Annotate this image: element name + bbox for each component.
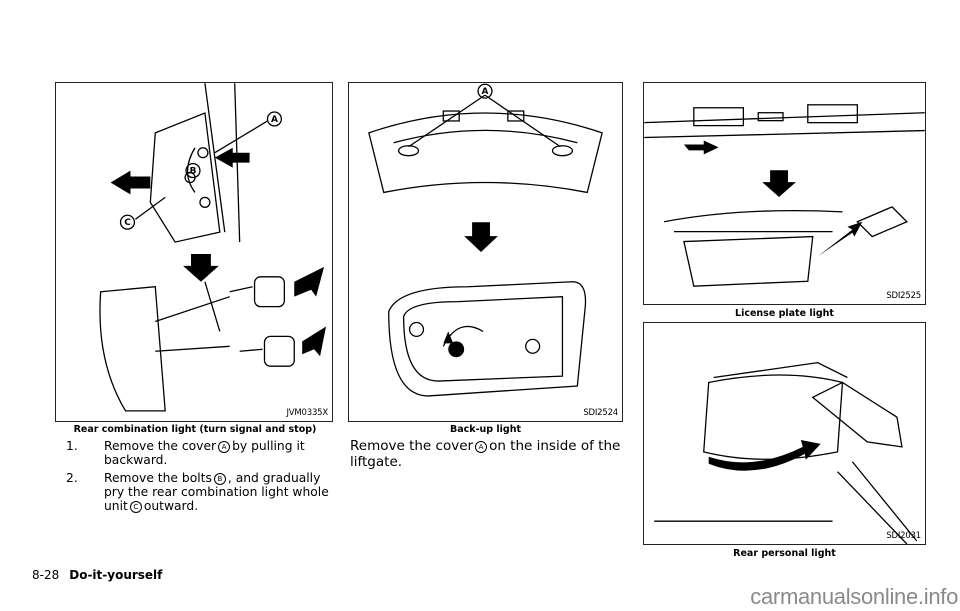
figure-caption: Rear personal light (733, 548, 836, 559)
callout-b-icon: B (213, 473, 226, 485)
figure-caption: Back-up light (449, 424, 522, 435)
rear-combination-light-illustration: B A C (99, 83, 327, 412)
svg-text:A: A (482, 87, 489, 97)
page-number: 8-28 (32, 568, 60, 582)
figure-caption: License plate light (735, 308, 834, 319)
figure-code: JVM0335X (286, 408, 328, 418)
backup-light-illustration: A (368, 83, 603, 397)
watermark: carmanualsonline.info (750, 584, 958, 609)
svg-text:B: B (190, 167, 197, 177)
callout-a-icon: A (475, 441, 488, 453)
svg-text:C: C (124, 218, 131, 228)
figure-code: SDI2525 (886, 291, 921, 301)
figure-code: SDI2524 (583, 408, 618, 418)
rear-personal-light-illustration (654, 361, 918, 544)
figure-license-plate-light: SDI2525 (643, 82, 926, 305)
svg-text:A: A (271, 115, 278, 125)
figure-backup-light: A SDI2524 (348, 82, 623, 422)
figure-rear-personal-light: SDI2031 (643, 322, 926, 545)
figure-caption: Rear combination light (turn signal and … (73, 424, 317, 435)
page-footer: 8-28 Do-it-yourself (32, 568, 162, 582)
section-title: Do-it-yourself (69, 568, 163, 582)
figure-code: SDI2031 (886, 531, 921, 541)
callout-c-icon: C (129, 501, 142, 513)
figure-rear-combination-light: B A C JVM0335X (55, 82, 333, 422)
callout-a-icon: A (218, 441, 231, 453)
license-plate-light-illustration (644, 104, 925, 287)
